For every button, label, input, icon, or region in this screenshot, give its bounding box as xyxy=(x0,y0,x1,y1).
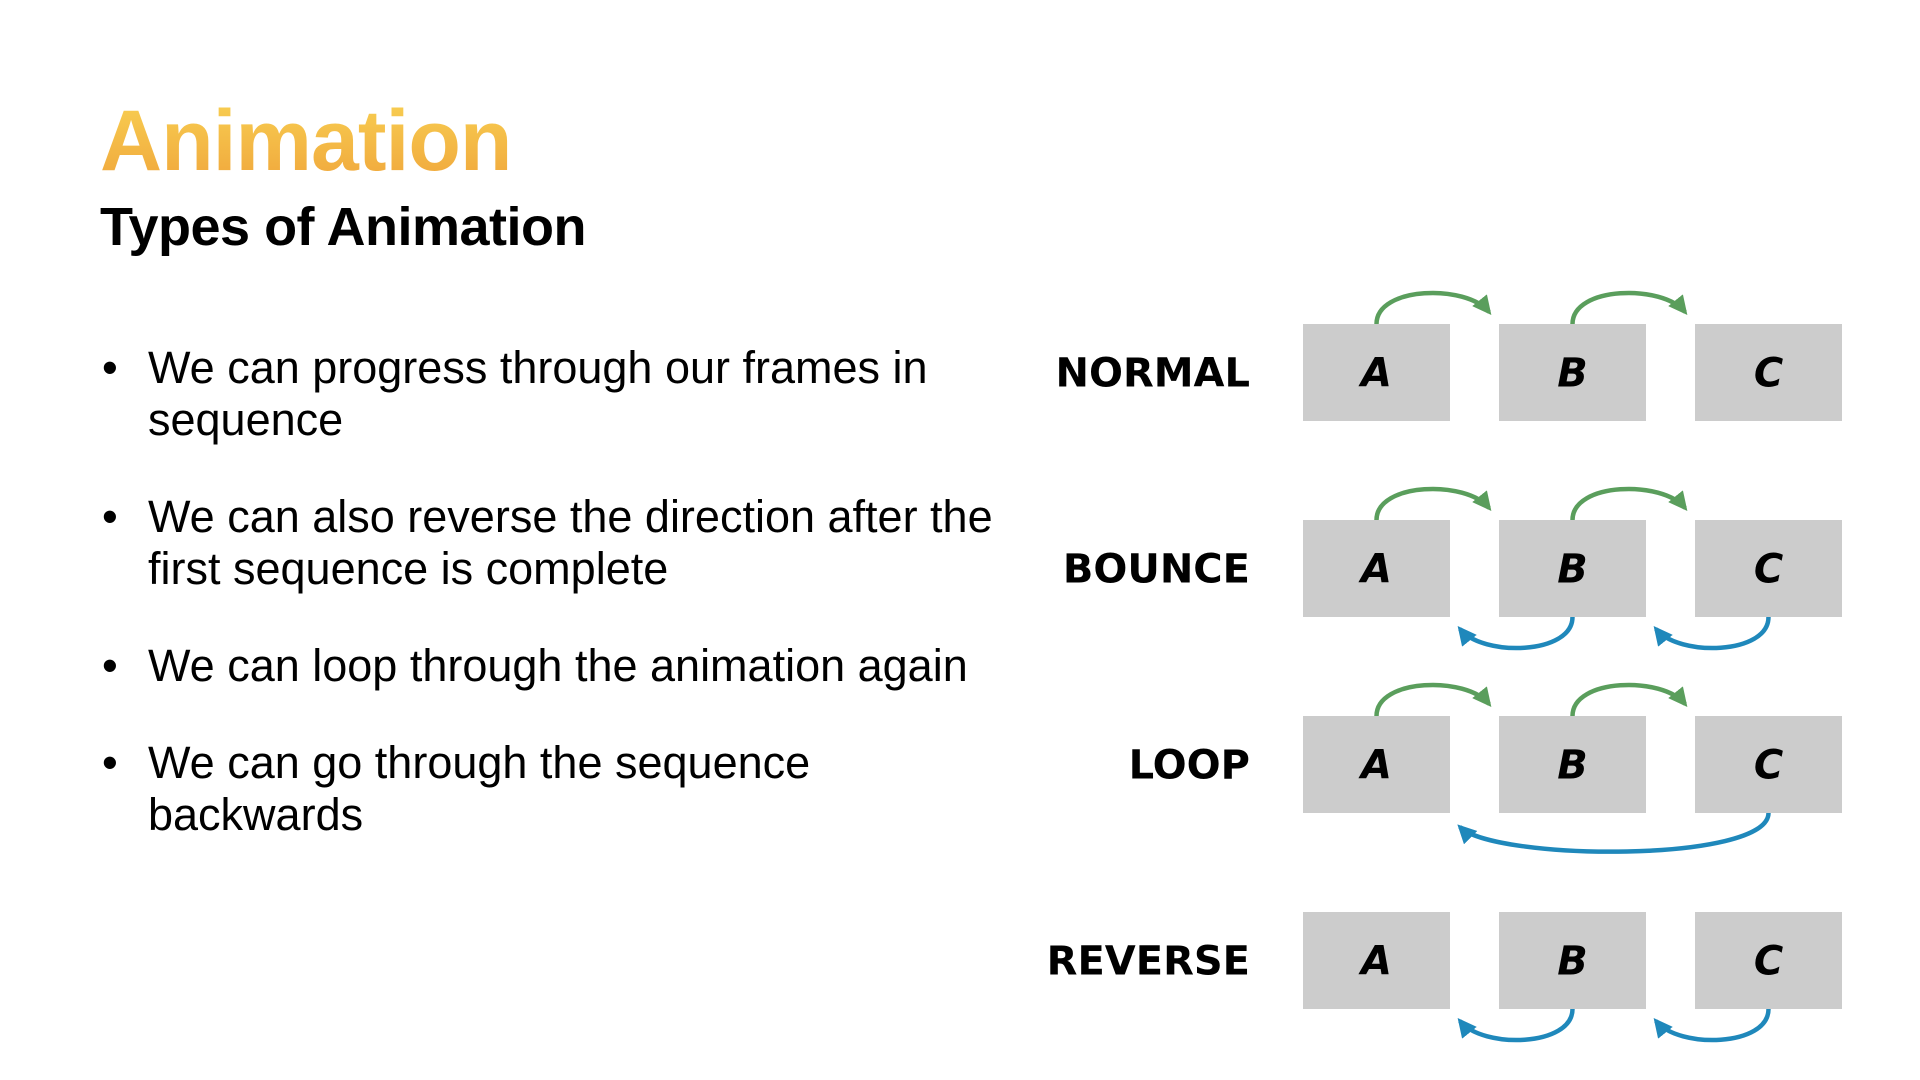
frame-label: A xyxy=(1358,939,1392,985)
frame-label: A xyxy=(1358,743,1392,789)
frame-box xyxy=(1499,520,1646,617)
slide-title: Animation xyxy=(100,93,512,189)
loop-back-arrow xyxy=(1457,812,1771,854)
bullet-item: • We can loop through the animation agai… xyxy=(100,640,1020,692)
slide-subtitle: Types of Animation xyxy=(100,197,587,257)
frame-box xyxy=(1499,324,1646,421)
frame-box xyxy=(1499,716,1646,813)
frame-box xyxy=(1695,324,1842,421)
forward-arrow xyxy=(1570,682,1688,717)
back-arrow xyxy=(1457,616,1575,651)
bullet-dot: • xyxy=(102,640,118,691)
bullet-dot: • xyxy=(102,342,118,393)
row-label: REVERSE xyxy=(1047,939,1250,985)
bullet-text: We can loop through the animation again xyxy=(148,640,968,691)
frame-label: A xyxy=(1358,351,1392,397)
forward-arrow xyxy=(1374,486,1492,521)
frame-label: C xyxy=(1754,351,1783,397)
back-arrow xyxy=(1653,616,1771,651)
frame-label: C xyxy=(1754,547,1783,593)
frame-box xyxy=(1303,716,1450,813)
frame-label: A xyxy=(1358,547,1392,593)
frame-box xyxy=(1695,912,1842,1009)
bullet-item: • We can also reverse the direction afte… xyxy=(100,491,1020,595)
forward-arrow xyxy=(1374,290,1492,325)
frame-box xyxy=(1303,324,1450,421)
forward-arrow xyxy=(1570,290,1688,325)
bullet-list: • We can progress through our frames in … xyxy=(100,342,1020,886)
bullet-item: • We can progress through our frames in … xyxy=(100,342,1020,446)
row-label: NORMAL xyxy=(1055,351,1250,397)
frame-box xyxy=(1695,716,1842,813)
forward-arrow xyxy=(1374,682,1492,717)
frame-box xyxy=(1499,912,1646,1009)
frame-label: B xyxy=(1557,939,1588,985)
bullet-text: We can progress through our frames in se… xyxy=(148,342,928,445)
bullet-text: We can go through the sequence backwards xyxy=(148,737,811,840)
frame-label: C xyxy=(1754,743,1783,789)
frame-label: B xyxy=(1557,743,1588,789)
frame-box xyxy=(1303,912,1450,1009)
bullet-item: • We can go through the sequence backwar… xyxy=(100,737,1020,841)
forward-arrow xyxy=(1570,486,1688,521)
frame-box xyxy=(1695,520,1842,617)
frame-label: B xyxy=(1557,351,1588,397)
frame-label: C xyxy=(1754,939,1783,985)
row-label: BOUNCE xyxy=(1063,547,1250,593)
back-arrow xyxy=(1653,1008,1771,1043)
row-label: LOOP xyxy=(1129,743,1250,789)
bullet-dot: • xyxy=(102,491,118,542)
frame-label: B xyxy=(1557,547,1588,593)
back-arrow xyxy=(1457,1008,1575,1043)
frame-box xyxy=(1303,520,1450,617)
bullet-text: We can also reverse the direction after … xyxy=(148,491,993,594)
bullet-dot: • xyxy=(102,737,118,788)
